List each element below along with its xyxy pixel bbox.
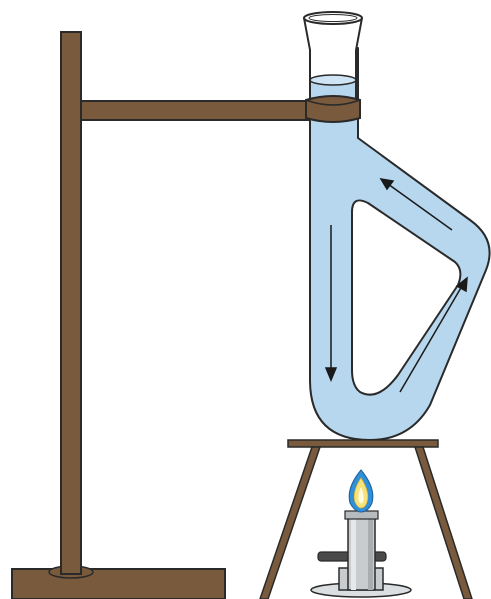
convection-tube xyxy=(303,11,491,441)
arrow-down-head xyxy=(324,367,338,382)
tripod-leg-left xyxy=(259,446,322,599)
water-surface xyxy=(309,74,357,86)
tube-inner-loop xyxy=(351,199,462,396)
bunsen-burner xyxy=(310,469,412,598)
flow-arrows xyxy=(324,177,468,393)
arrow-upper-head xyxy=(379,177,395,191)
tube-neck xyxy=(303,17,363,81)
tube-rim-inner xyxy=(308,14,358,22)
arrow-upper-line xyxy=(387,183,453,231)
stand-base xyxy=(11,568,226,599)
tube-rim xyxy=(303,11,363,25)
tripod-leg-right xyxy=(413,446,473,599)
clamp-arm xyxy=(80,100,313,121)
tripod xyxy=(259,439,473,599)
arrow-lower-head xyxy=(455,276,468,293)
stand-rod xyxy=(60,31,82,575)
tripod-top xyxy=(287,439,439,448)
clamp-ring xyxy=(305,95,361,123)
arrow-lower-line xyxy=(399,285,463,393)
